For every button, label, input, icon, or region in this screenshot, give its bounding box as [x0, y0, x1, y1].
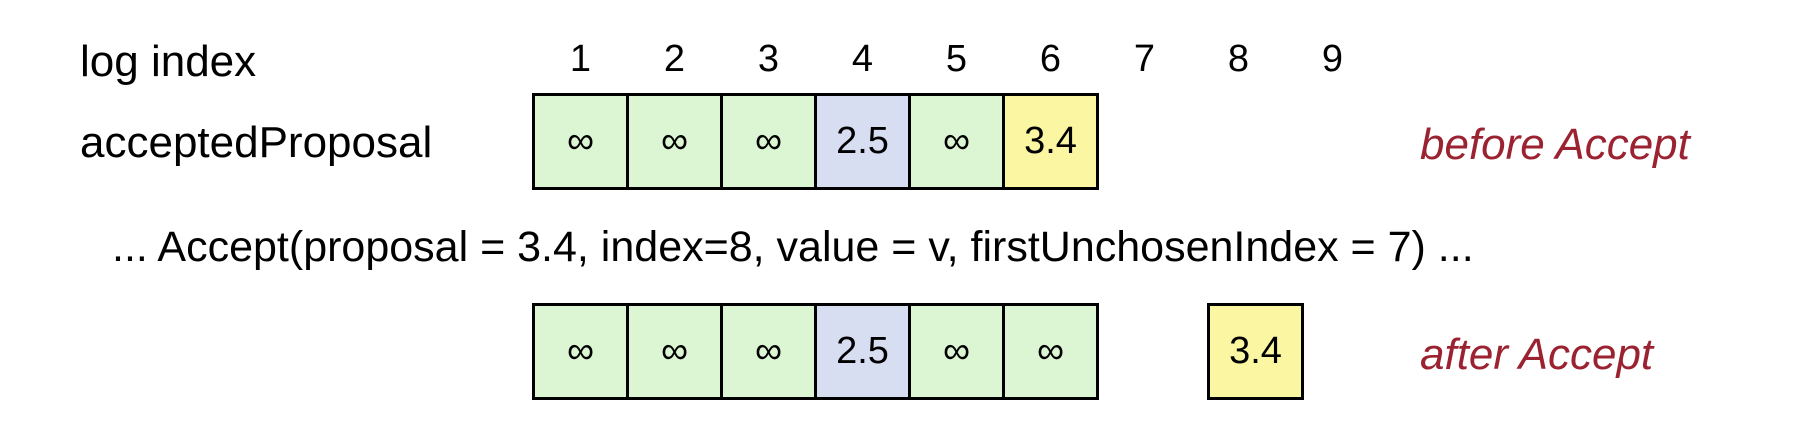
after-cell-2: ∞	[626, 303, 723, 400]
after-cell-3: ∞	[720, 303, 817, 400]
after-cell-1: ∞	[532, 303, 629, 400]
before-cell-6: 3.4	[1002, 93, 1099, 190]
log-index-2: 2	[663, 38, 686, 80]
log-index-8: 8	[1227, 38, 1250, 80]
before-cell-1: ∞	[532, 93, 629, 190]
before-accept-label: before Accept	[1420, 120, 1690, 169]
after-cell-5: ∞	[908, 303, 1005, 400]
log-index-label: log index	[80, 37, 257, 86]
after-accept-row: ∞ ∞ ∞ 2.5 ∞ ∞	[532, 303, 1099, 400]
after-cell-8: 3.4	[1207, 303, 1304, 400]
log-index-1: 1	[569, 38, 592, 80]
log-index-6: 6	[1039, 38, 1062, 80]
log-index-3: 3	[757, 38, 780, 80]
log-index-4: 4	[851, 38, 874, 80]
log-index-5: 5	[945, 38, 968, 80]
before-cell-2: ∞	[626, 93, 723, 190]
accepted-proposal-label: acceptedProposal	[80, 118, 433, 167]
after-cell-4: 2.5	[814, 303, 911, 400]
after-accept-label: after Accept	[1420, 330, 1654, 379]
accept-call-text: ... Accept(proposal = 3.4, index=8, valu…	[112, 223, 1474, 271]
before-accept-row: ∞ ∞ ∞ 2.5 ∞ 3.4	[532, 93, 1099, 190]
after-accept-extra-row: 3.4	[1207, 303, 1304, 400]
before-cell-4: 2.5	[814, 93, 911, 190]
log-index-9: 9	[1321, 38, 1344, 80]
after-cell-6: ∞	[1002, 303, 1099, 400]
log-index-7: 7	[1133, 38, 1156, 80]
before-cell-3: ∞	[720, 93, 817, 190]
before-cell-5: ∞	[908, 93, 1005, 190]
